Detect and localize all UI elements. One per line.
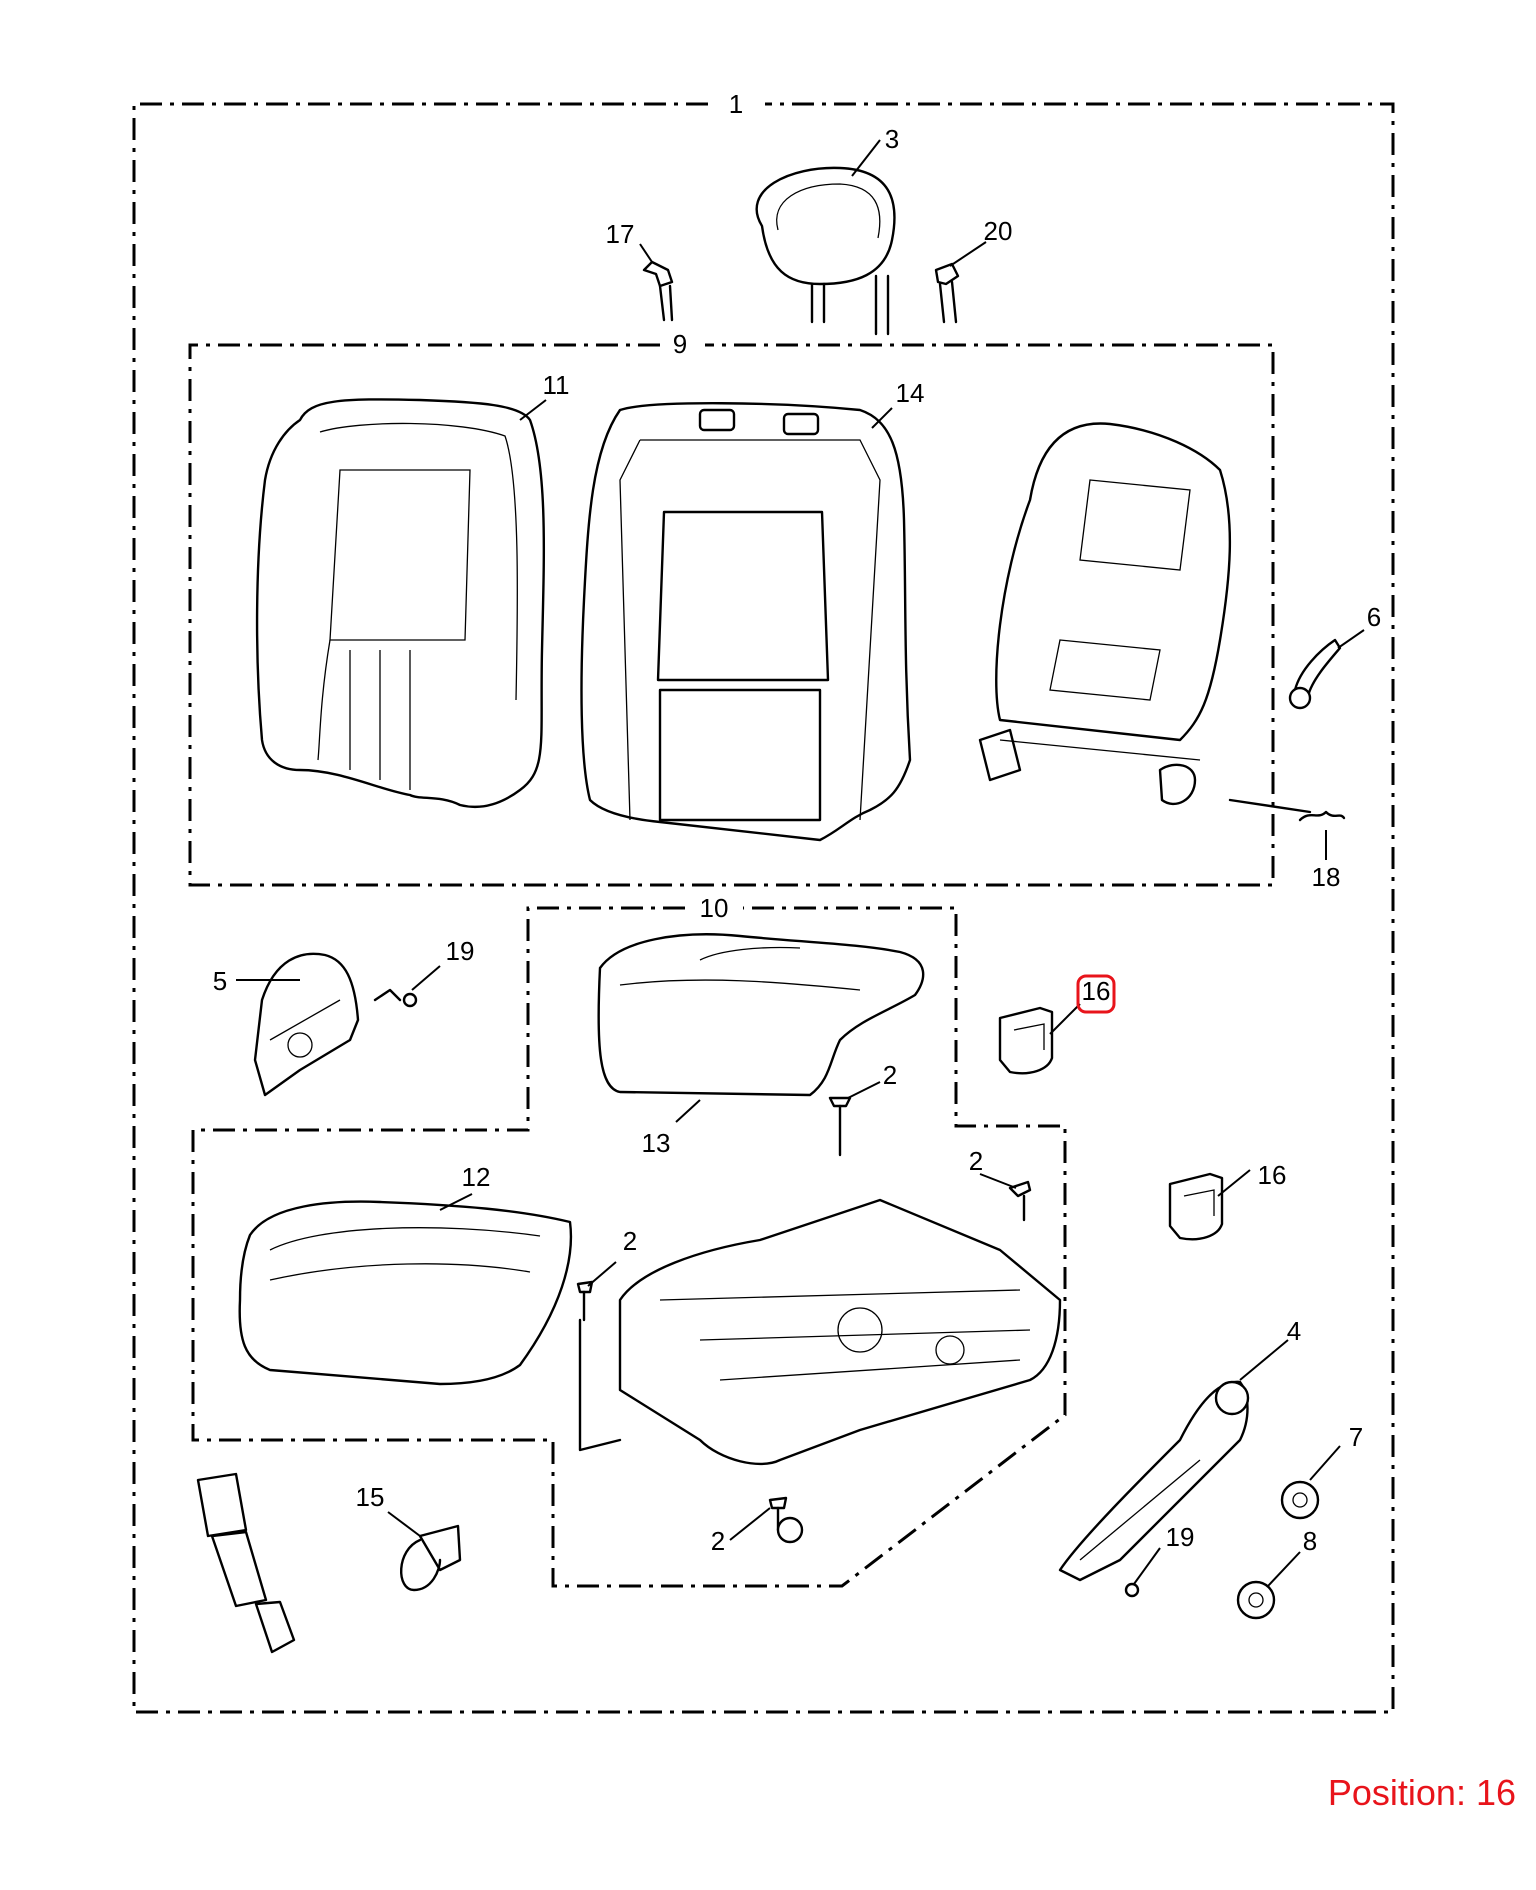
harness-clip-part-15[interactable] xyxy=(400,1524,462,1592)
clip-part-19-upper[interactable] xyxy=(373,988,418,1008)
side-trim-part-16-upper[interactable] xyxy=(998,1006,1054,1075)
seatback-cover-part-11[interactable] xyxy=(255,398,546,809)
side-trim-part-16-lower[interactable] xyxy=(1168,1172,1224,1241)
cushion-cover-part-12[interactable] xyxy=(238,1200,573,1386)
callout-11[interactable]: 11 xyxy=(543,370,570,400)
leader-lines xyxy=(236,139,1365,1587)
knob-part-8[interactable] xyxy=(1236,1580,1276,1620)
callout-7[interactable]: 7 xyxy=(1349,1422,1363,1452)
bolt-part-2-b[interactable] xyxy=(1008,1180,1032,1222)
callout-12[interactable]: 12 xyxy=(462,1162,491,1192)
bolt-part-2-a[interactable] xyxy=(828,1096,852,1157)
callout-10[interactable]: 10 xyxy=(700,893,729,923)
callout-18[interactable]: 18 xyxy=(1312,862,1341,892)
guide-sleeve-part-20[interactable] xyxy=(934,262,960,324)
callout-2-a[interactable]: 2 xyxy=(883,1060,897,1090)
seatback-frame[interactable] xyxy=(978,422,1232,806)
callout-8[interactable]: 8 xyxy=(1303,1526,1317,1556)
bolt-part-2-d[interactable] xyxy=(768,1496,788,1532)
seatback-pad-part-14[interactable] xyxy=(580,402,912,842)
callout-6[interactable]: 6 xyxy=(1367,602,1381,632)
callout-16-highlighted[interactable]: 16 xyxy=(1082,976,1111,1006)
callout-17[interactable]: 17 xyxy=(606,219,635,249)
seat-frame-base[interactable] xyxy=(578,1198,1062,1544)
spring-part-18[interactable] xyxy=(1228,798,1346,822)
callout-14[interactable]: 14 xyxy=(896,378,925,408)
assembly-1-border xyxy=(132,102,1395,1714)
callout-1[interactable]: 1 xyxy=(729,89,743,119)
callout-2-b[interactable]: 2 xyxy=(969,1146,983,1176)
callout-15[interactable]: 15 xyxy=(356,1482,385,1512)
highlight-box-16 xyxy=(1076,974,1116,1014)
callout-4[interactable]: 4 xyxy=(1287,1316,1301,1346)
callout-9[interactable]: 9 xyxy=(673,329,687,359)
outer-side-shield-part-4[interactable] xyxy=(1058,1380,1250,1582)
position-label: Position: 16 xyxy=(1327,1772,1516,1813)
guide-sleeve-part-17[interactable] xyxy=(642,260,674,322)
callout-2-d[interactable]: 2 xyxy=(711,1526,725,1556)
callout-16-lower[interactable]: 16 xyxy=(1258,1160,1287,1190)
cushion-pad-part-13[interactable] xyxy=(597,933,925,1097)
callout-13[interactable]: 13 xyxy=(642,1128,671,1158)
bolt-part-2-c[interactable] xyxy=(576,1280,594,1322)
callout-19-lower[interactable]: 19 xyxy=(1166,1522,1195,1552)
headrest-part-3[interactable] xyxy=(755,166,896,336)
callout-3[interactable]: 3 xyxy=(885,124,899,154)
callout-2-c[interactable]: 2 xyxy=(623,1226,637,1256)
callout-5[interactable]: 5 xyxy=(213,966,227,996)
assembly-9-border xyxy=(188,343,1275,887)
callout-19-upper[interactable]: 19 xyxy=(446,936,475,966)
side-shield-cover-part-5[interactable] xyxy=(253,952,360,1097)
callout-20[interactable]: 20 xyxy=(984,216,1013,246)
clip-part-19-lower[interactable] xyxy=(1124,1582,1140,1598)
knob-part-7[interactable] xyxy=(1280,1480,1320,1520)
seat-belt-buckle[interactable] xyxy=(196,1472,296,1654)
assembly-10-border xyxy=(191,906,1067,1588)
recliner-handle-part-6[interactable] xyxy=(1288,638,1342,710)
